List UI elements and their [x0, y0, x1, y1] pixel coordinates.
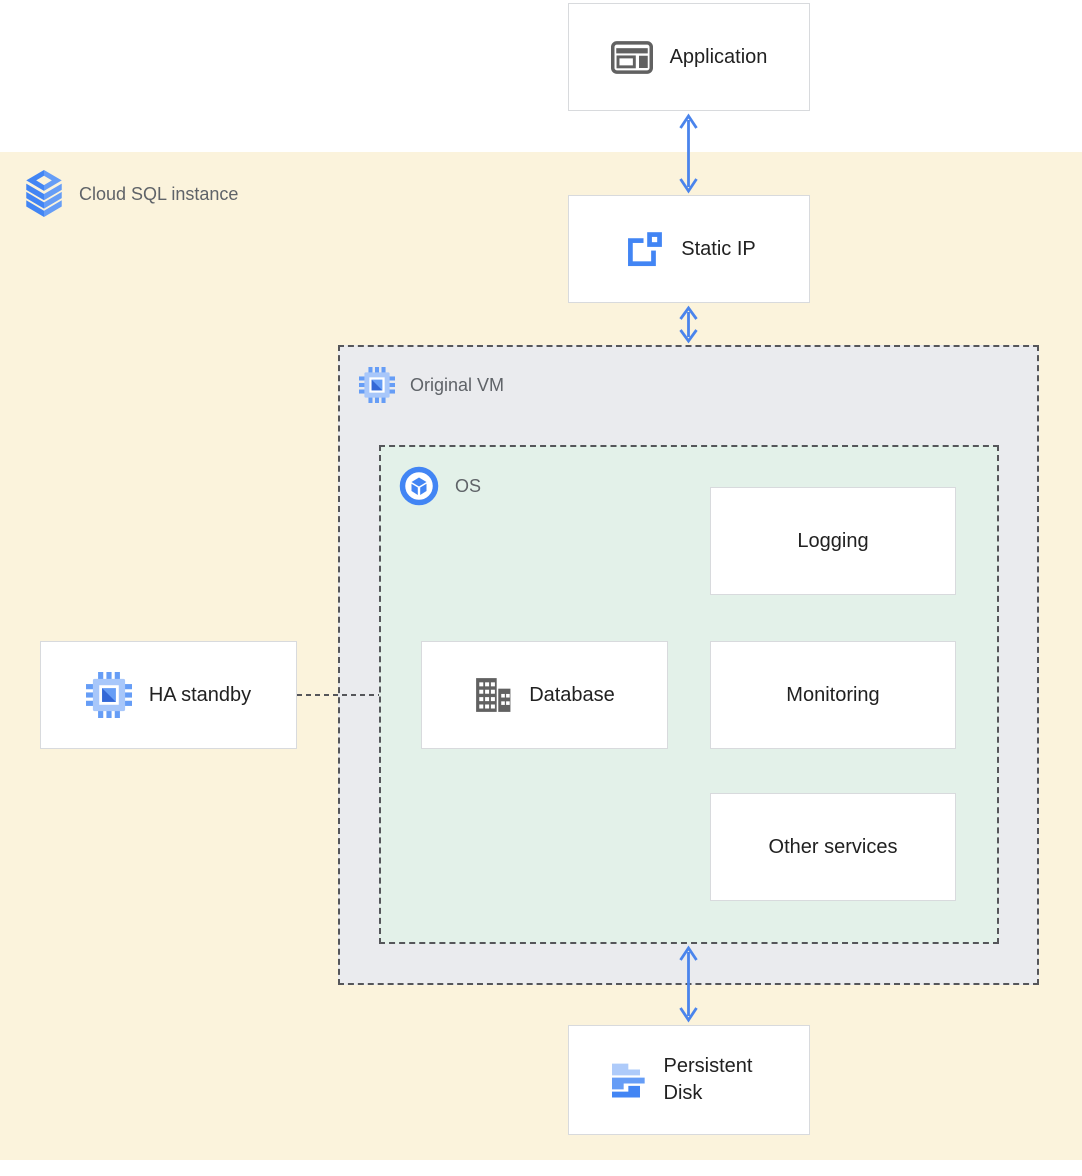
cloud-sql-instance-label: Cloud SQL instance	[26, 170, 238, 218]
cloud-sql-instance-text: Cloud SQL instance	[79, 183, 239, 204]
node-database: Database	[421, 641, 668, 749]
os-label: OS	[399, 466, 481, 506]
database-icon	[474, 677, 512, 713]
database-text: Database	[529, 683, 615, 706]
cloud-sql-icon	[26, 170, 62, 218]
original-vm-text: Original VM	[410, 374, 505, 395]
application-text: Application	[669, 45, 768, 68]
node-ha-standby: HA standby	[40, 641, 297, 749]
os-text: OS	[455, 475, 482, 496]
node-static-ip: Static IP	[568, 195, 810, 303]
node-application: Application	[568, 3, 810, 111]
node-persistent-disk: Persistent Disk	[568, 1025, 810, 1135]
monitoring-text: Monitoring	[786, 683, 880, 706]
node-other-services: Other services	[710, 793, 956, 901]
compute-engine-icon	[359, 367, 395, 403]
logging-text: Logging	[797, 529, 869, 552]
ha-standby-text: HA standby	[148, 683, 252, 706]
static-ip-icon	[622, 228, 665, 270]
original-vm-label: Original VM	[359, 367, 504, 403]
node-monitoring: Monitoring	[710, 641, 956, 749]
persistent-disk-icon	[605, 1059, 647, 1101]
application-icon	[610, 40, 653, 74]
os-icon	[399, 466, 439, 506]
node-logging: Logging	[710, 487, 956, 595]
other-services-text: Other services	[768, 835, 898, 858]
static-ip-text: Static IP	[681, 237, 756, 260]
persistent-disk-text: Persistent Disk	[663, 1055, 753, 1104]
ha-standby-chip-icon	[85, 672, 132, 718]
